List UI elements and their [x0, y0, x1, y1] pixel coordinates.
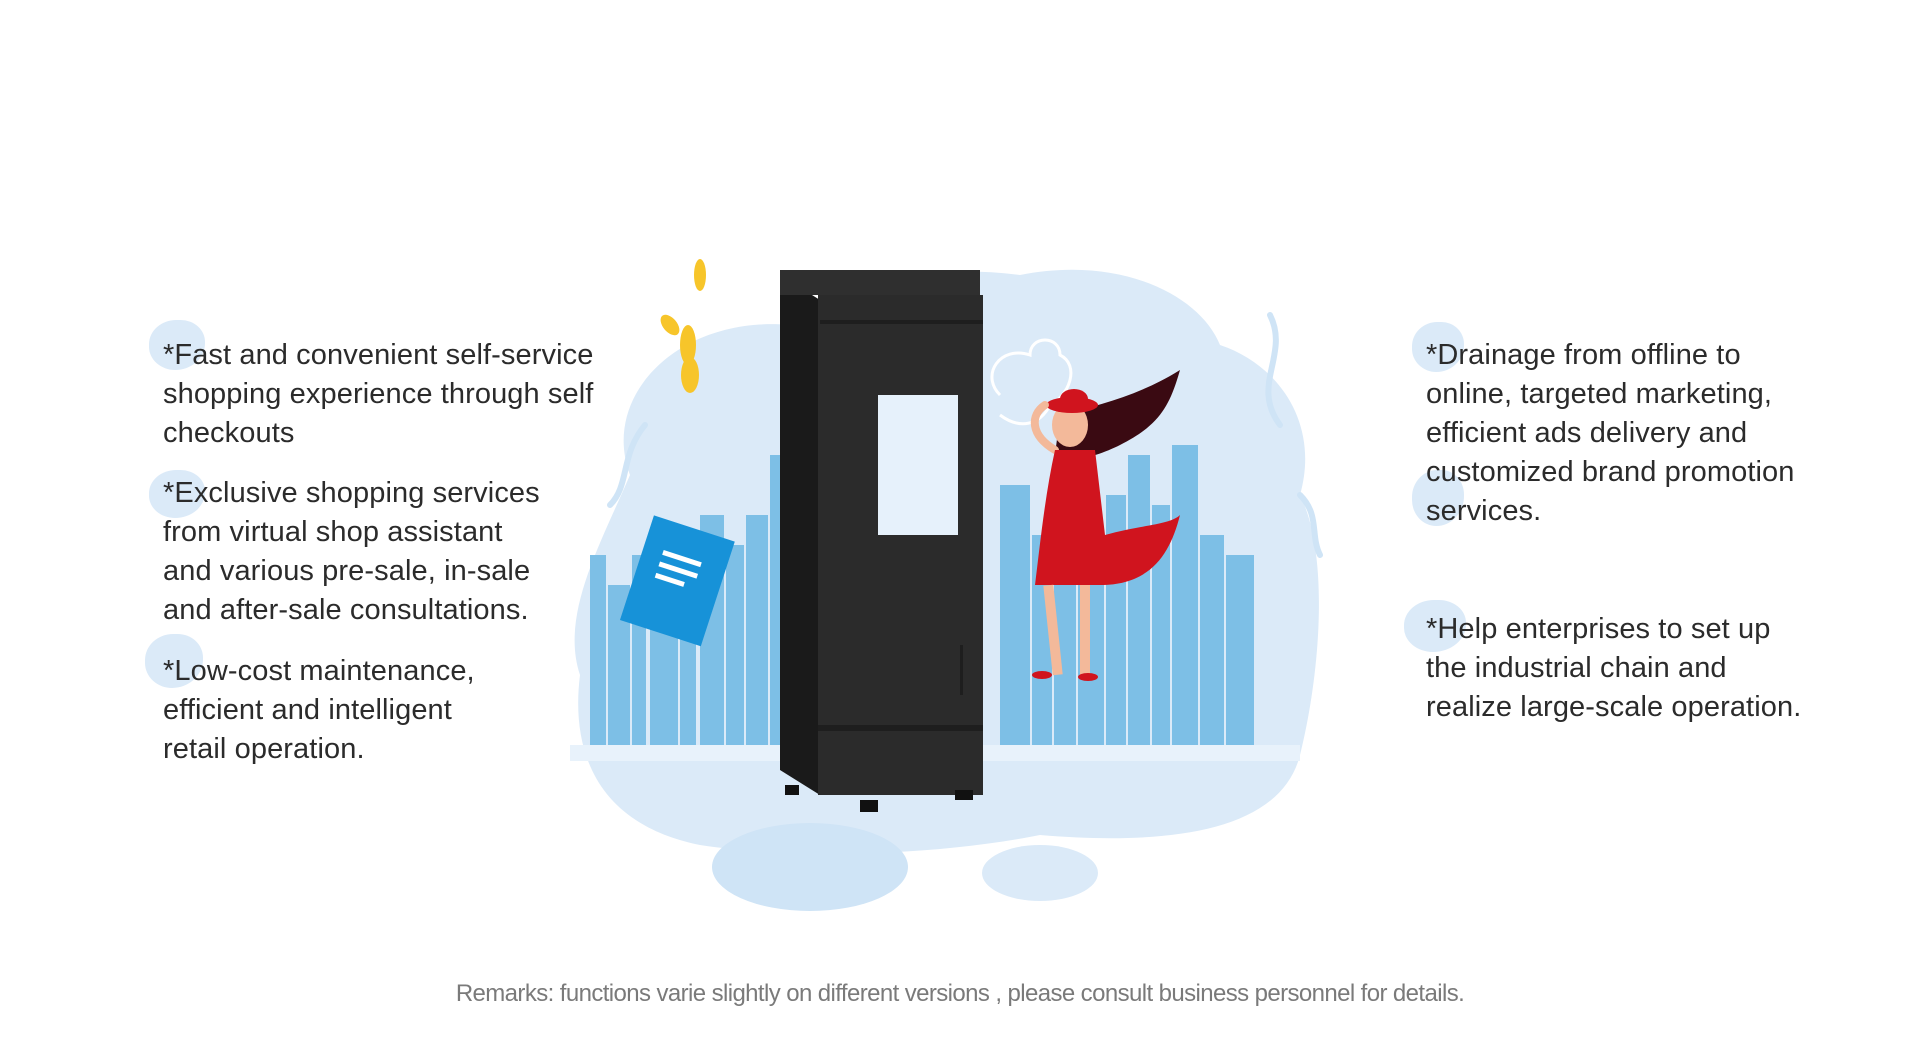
machine-screen	[878, 395, 958, 535]
feature-text: *Fast and convenient self-service shoppi…	[163, 339, 594, 449]
puddle-right	[982, 845, 1098, 901]
remarks-note: Remarks: functions varie slightly on dif…	[455, 980, 1465, 1007]
puddle-left	[712, 823, 908, 911]
vending-machine	[780, 270, 983, 812]
decor-blob	[145, 634, 203, 688]
wave-line	[607, 422, 648, 508]
feature-text: *Exclusive shopping services from virtua…	[163, 477, 540, 626]
feature-industrial-chain: *Help enterprises to set up the industri…	[1404, 600, 1802, 727]
decor-blob	[1404, 600, 1466, 652]
feature-online-marketing: *Drainage from offline to online, target…	[1412, 322, 1795, 531]
decor-blob	[149, 470, 205, 518]
feature-text: *Help enterprises to set up the industri…	[1426, 613, 1802, 723]
leaf-outline-icon	[990, 338, 1073, 426]
leaves-decoration	[660, 259, 706, 393]
card-icon	[619, 515, 735, 647]
wave-line	[1297, 492, 1323, 558]
decor-blob	[1412, 470, 1464, 526]
feature-self-checkout: *Fast and convenient self-service shoppi…	[149, 320, 594, 453]
feature-virtual-assistant: *Exclusive shopping services from virtua…	[149, 470, 540, 630]
woman-figure	[1030, 370, 1180, 681]
decor-blob	[149, 320, 205, 370]
feature-low-cost: *Low-cost maintenance, efficient and int…	[145, 634, 475, 769]
feature-text: *Low-cost maintenance, efficient and int…	[163, 655, 475, 765]
vending-machine-illustration	[570, 259, 1323, 911]
wave-line	[1265, 312, 1283, 428]
decor-blob	[1412, 322, 1464, 372]
feature-text: *Drainage from offline to online, target…	[1426, 339, 1795, 527]
